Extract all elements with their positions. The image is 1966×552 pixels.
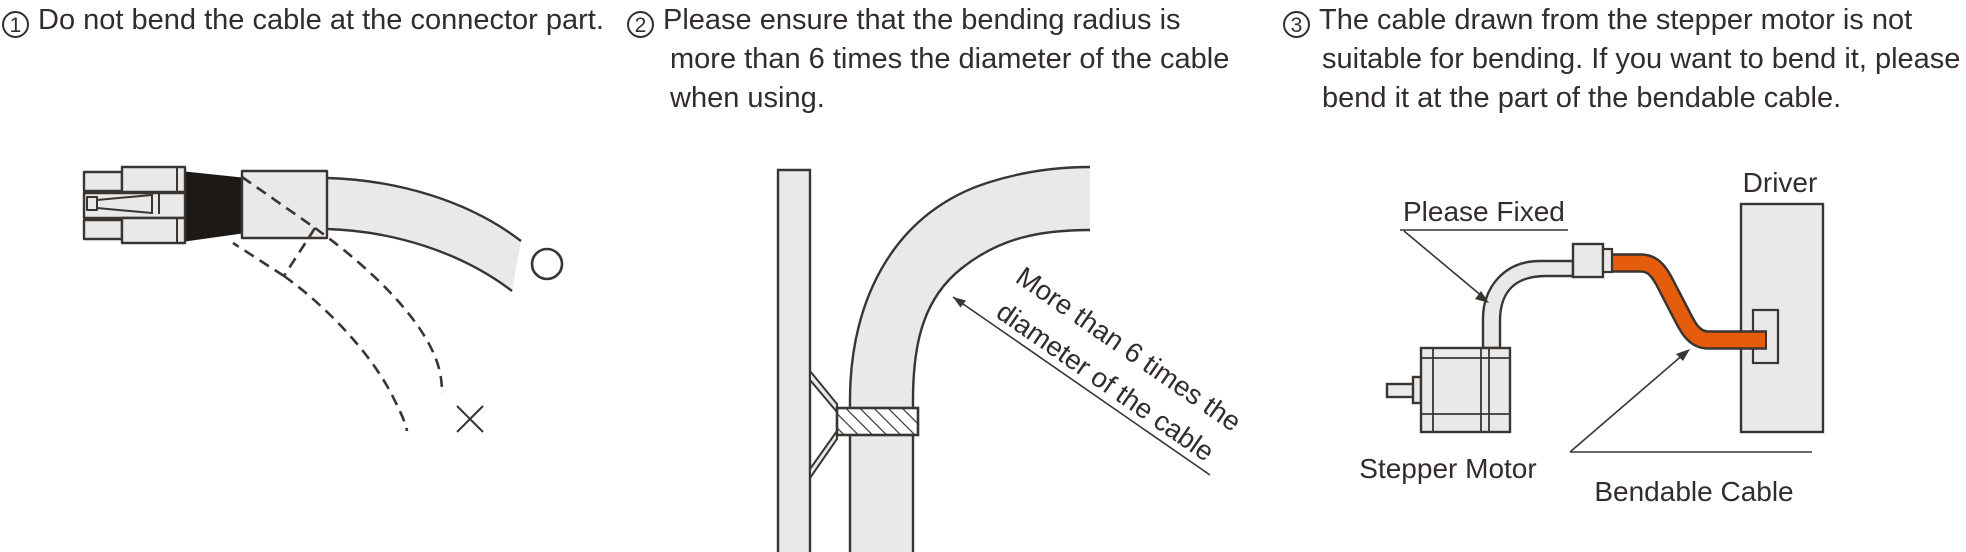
label-bendable-cable: Bendable Cable: [1594, 476, 1793, 507]
cable-clamp-outline: [835, 406, 920, 437]
inline-connector-body: [1571, 242, 1605, 279]
step1-number-icon: 1: [2, 11, 29, 38]
instruction-step1-line1: 1 Do not bend the cable at the connector …: [2, 4, 604, 38]
radius-annotation: More than 6 times the diameter of the ca…: [991, 260, 1247, 467]
x-wrong-mark: [456, 405, 484, 433]
instruction-step2-line2: more than 6 times the diameter of the ca…: [670, 43, 1230, 75]
instruction-step3-line2: suitable for bending. If you want to ben…: [1322, 43, 1961, 75]
step2-text-line1: Please ensure that the bending radius is: [663, 4, 1181, 36]
label-stepper-motor: Stepper Motor: [1359, 453, 1536, 484]
dashed-bent-cable-right: [314, 226, 444, 395]
label-please-fixed: Please Fixed: [1403, 196, 1565, 227]
radius-arrowhead-icon: [953, 297, 966, 308]
step3-text-line1: The cable drawn from the stepper motor i…: [1319, 4, 1913, 36]
radius-arrow-line: [952, 296, 1211, 476]
diagram-no-bend-at-connector: [82, 165, 564, 433]
bent-cable-outer-edge: [848, 165, 1091, 552]
bracket-lower-arm: [809, 427, 838, 482]
connector-top-small-rect: [82, 170, 124, 193]
label-driver: Driver: [1743, 167, 1818, 198]
inline-connector-tip: [1601, 247, 1614, 274]
step2-number-icon: 2: [627, 11, 654, 38]
bendable-arrowhead-icon: [1676, 349, 1690, 361]
mounting-pole-outline: [776, 168, 812, 552]
cable-top-edge: [326, 176, 522, 242]
bracket-upper-arm: [809, 368, 838, 415]
diagram-bending-radius: More than 6 times the diameter of the ca…: [776, 165, 1247, 552]
connector-bottom-big-rect: [120, 216, 187, 245]
bent-cable-inner-edge: [911, 228, 1091, 552]
mounting-pole: [778, 170, 810, 552]
step1-text: Do not bend the cable at the connector p…: [38, 4, 604, 36]
instruction-step2-line1: 2 Please ensure that the bending radius i…: [627, 4, 1181, 38]
cable-body: [327, 178, 521, 291]
circle-ok-mark: [530, 247, 564, 281]
connector-bottom-small-rect: [82, 218, 124, 241]
instruction-step3-line1: 3 The cable drawn from the stepper motor …: [1283, 4, 1912, 38]
connector-latch-tip: [86, 196, 98, 211]
please-fixed-arrow-line: [1403, 230, 1484, 298]
dashed-bent-cable-left: [283, 274, 409, 432]
instruction-step2-line3: when using.: [670, 82, 825, 114]
please-fixed-arrowhead-icon: [1475, 291, 1489, 303]
motor-body: [1419, 346, 1512, 434]
dashed-bent-sleeve: [232, 175, 317, 278]
cable-sleeve: [240, 169, 329, 240]
cable-bottom-edge: [326, 227, 513, 292]
fixed-cable: [1481, 259, 1575, 350]
instruction-step3-line3: bend it at the part of the bendable cabl…: [1322, 82, 1842, 114]
cable-clamp-hatch: [837, 408, 918, 435]
bendable-arrow-line: [1569, 352, 1686, 453]
cable-boot: [184, 171, 243, 242]
bent-cable-body: [850, 167, 1090, 552]
bendable-cable-orange: [1610, 255, 1765, 348]
connector-top-big-rect: [120, 165, 187, 194]
step3-number-icon: 3: [1283, 11, 1310, 38]
diagram-bendable-cable: Please Fixed Driver Stepper Motor Bendab…: [1359, 167, 1825, 507]
